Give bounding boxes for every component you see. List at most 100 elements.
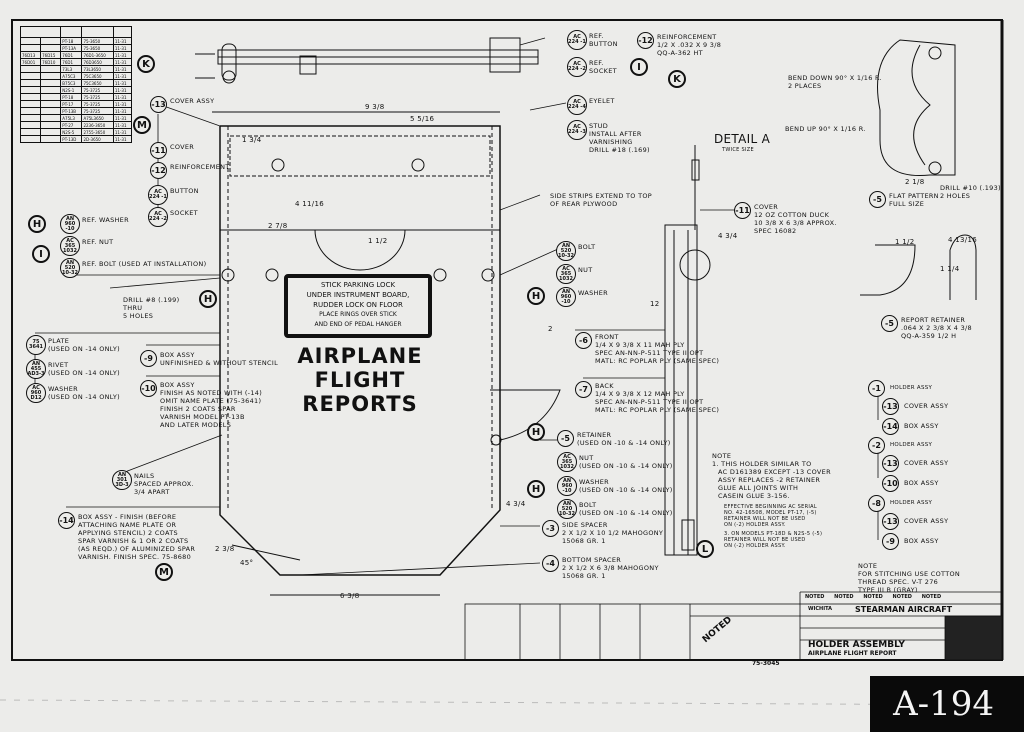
callout-line: SPEC AN-NN-P-511 TYPE II OPT (595, 349, 704, 357)
callout-text-ref_socket: REF. SOCKET (589, 59, 623, 75)
placard-line: PLACE RINGS OVER STICK (319, 311, 397, 318)
table-cell: N2S-5 (60, 128, 83, 136)
callout-label: SOCKET (170, 209, 198, 217)
callout-line: OMIT NAME PLATE (75-3641) (160, 397, 262, 405)
callout-sublabel: (USED ON -14 ONLY) (48, 393, 120, 401)
table-cell: 11-31 (112, 58, 133, 66)
noted-cell: NOTED (805, 594, 825, 600)
notes-block: NOTE 1. THIS HOLDER SIMILAR TO AC D16138… (712, 452, 831, 549)
zone-marker: H (28, 215, 46, 233)
dimension-label: 2 (548, 325, 553, 333)
note-line: BEND DOWN 90° x 1/16 R. (788, 74, 882, 82)
note-heading: NOTE (858, 562, 878, 570)
table-cell: 73L3650 (81, 65, 114, 73)
note-line: SIDE STRIPS EXTEND TO TOP (550, 192, 652, 200)
table-cell: 11-31 (112, 72, 133, 80)
callout-line: FRONT (595, 333, 619, 341)
top-view-assembly (195, 37, 539, 84)
table-cell: 11-31 (112, 135, 133, 143)
note-line: THRU (123, 304, 143, 312)
assy-child-bubble: -14 (882, 418, 899, 435)
placard-line: STICK PARKING LOCK (320, 281, 396, 289)
callout-line: 15068 GR. 1 (562, 572, 606, 580)
table-cell: 11-31 (112, 79, 133, 87)
company-name: STEARMAN AIRCRAFT (855, 605, 953, 614)
dimension-label: 1 1/2 (895, 238, 915, 246)
table-cell (40, 44, 62, 52)
assy-child-label: COVER ASSY (904, 517, 949, 525)
company-city: WICHITA (808, 606, 832, 612)
callout-bubble-bolt_5: AN 520 10-32 (557, 499, 577, 519)
callout-label: RETAINER (577, 431, 612, 439)
dimension-label: 1 1/2 (368, 237, 388, 245)
assy-label: HOLDER ASSY (890, 442, 933, 448)
callout-bubble-c14: -14 (58, 512, 75, 529)
placard-line: RUDDER LOCK ON FLOOR (313, 301, 403, 309)
assy-child-label: COVER ASSY (904, 459, 949, 467)
notes-heading: NOTE (712, 452, 732, 460)
callout-line: UNFINISHED & WITHOUT STENCIL (160, 359, 279, 367)
table-cell: 11-31 (112, 100, 133, 108)
callout-line: FULL SIZE (889, 200, 925, 208)
table-cell (40, 107, 62, 115)
table-cell: 75-3725 (81, 107, 114, 115)
table-cell (40, 135, 62, 143)
callout-label: REF. BOLT (USED AT INSTALLATION) (82, 260, 207, 268)
table-cell: 75C3650 (81, 72, 114, 80)
callout-text-bolt_5: BOLT(USED ON -10 & -14 ONLY) (579, 501, 673, 517)
note-line: CASEIN GLUE 3-156. (718, 492, 790, 500)
table-cell: 76D3650 (81, 58, 114, 66)
note-line: ON (-2) HOLDER ASSY. (724, 522, 786, 528)
callout-bubble-c9: -9 (140, 350, 157, 367)
table-cell: 11-31 (112, 107, 133, 115)
callout-label: COVER (170, 143, 195, 151)
table-cell: 76D15 (40, 51, 62, 59)
callout-label: BOLT (579, 501, 597, 509)
callout-line: VARNISH. FINISH SPEC. 75-8680 (78, 553, 192, 561)
callout-text-button: BUTTON (170, 187, 199, 195)
callout-line: SPEC AN-NN-P-511 TYPE II OPT (595, 398, 704, 406)
assy-bubble: -8 (868, 495, 885, 512)
assy-child-bubble: -13 (882, 455, 899, 472)
callout-bubble-flat_pattern: -5 (869, 191, 886, 208)
note-line: NO. 42-16508, MODEL PT-17, (-5) (724, 510, 817, 516)
callout-sublabel: (USED ON -14 ONLY) (48, 345, 120, 353)
callout-bubble-stud: AC 224 -3 (567, 120, 587, 140)
table-cell: 75C3650 (81, 79, 114, 87)
callout-line: 12 OZ COTTON DUCK (754, 211, 830, 219)
note-line: RETAINER WILL NOT BE USED (724, 537, 806, 543)
table-cell (19, 44, 42, 52)
dimension-label: 2 1/8 (905, 178, 925, 186)
callout-line: BACK (595, 382, 614, 390)
drawing-title: HOLDER ASSEMBLY (808, 640, 905, 650)
callout-bubble-side_spacer: -3 (542, 520, 559, 537)
callout-label: WASHER (579, 478, 609, 486)
table-cell: 75-3725 (81, 100, 114, 108)
note-line: EFFECTIVE BEGINNING AC SERIAL (724, 504, 817, 510)
table-cell: 2236-3650 (81, 121, 114, 129)
table-cell (19, 114, 42, 122)
table-cell (19, 121, 42, 129)
callout-line: BOX ASSY - FINISH (BEFORE (78, 513, 177, 521)
dimension-label: 4 11/16 (295, 200, 324, 208)
callout-label: EYELET (589, 97, 615, 105)
stitching-note: NOTE FOR STITCHING USE COTTON THREAD SPE… (858, 562, 960, 594)
callout-bubble-nut_5: AC 365 1032 (557, 452, 577, 472)
assy-child-label: BOX ASSY (904, 479, 939, 487)
callout-line: AND LATER MODELS (160, 421, 232, 429)
callout-text-ref_washer: REF. WASHER (82, 216, 129, 224)
callout-label: PLATE (48, 337, 70, 345)
table-cell: 75-3725 (81, 86, 114, 94)
callout-bubble-cover: -11 (734, 202, 751, 219)
table-cell: 76D13 (19, 51, 42, 59)
drawing-subtitle: AIRPLANE FLIGHT REPORT (808, 650, 897, 657)
table-cell: 11-31 (112, 121, 133, 129)
table-cell: 11-31 (112, 86, 133, 94)
